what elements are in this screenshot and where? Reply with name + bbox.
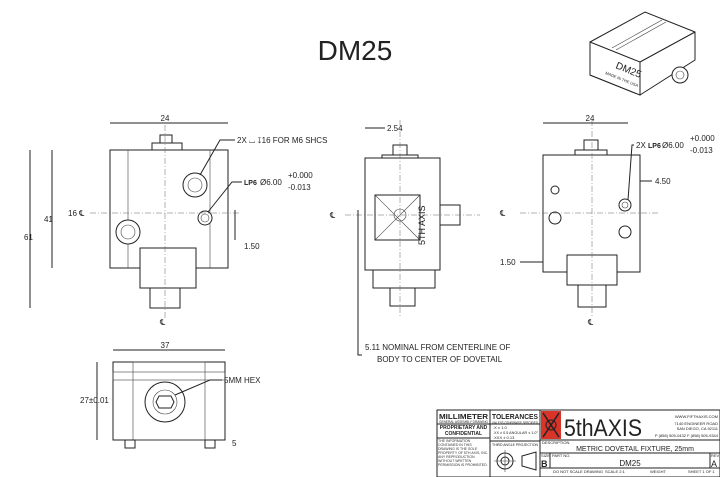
front-tol-plus: +0.000 xyxy=(288,171,313,180)
front-callout-counterbore: 2X ⌴ ↧16 FOR M6 SHCS xyxy=(237,136,327,145)
tb-rev: A xyxy=(711,459,717,469)
right-callout-prefix: 2X xyxy=(636,141,646,150)
side-dim-top: 2.54 xyxy=(387,124,403,133)
tb-tol-note: UNLESS OTHERWISE SPECIFIED xyxy=(492,420,538,425)
right-dim-width: 24 xyxy=(586,114,595,123)
bottom-view: 37 27±0.01 5MM HEX 5 xyxy=(80,341,261,449)
tb-size: B xyxy=(541,459,548,469)
right-tol-minus: -0.013 xyxy=(690,146,713,155)
right-callout-hole: Ø6.00 xyxy=(662,141,684,150)
tb-units-note: GENERAL ASSEMBLY DRAWING xyxy=(439,419,488,424)
front-dim-offset: 1.50 xyxy=(244,242,260,251)
right-view: 24 2X LP6 Ø6.00 +0.000 -0.013 4.50 1.50 … xyxy=(499,114,715,327)
tb-tol-xx: .XX ± 0.5 ANGULAR ± 1.0° xyxy=(493,430,538,435)
tb-address1: 7140 ENGINEER ROAD xyxy=(674,421,718,426)
tb-description-label: DESCRIPTION xyxy=(542,440,569,445)
right-dim-offset: 1.50 xyxy=(500,258,516,267)
tb-part-label: PART NO. xyxy=(552,453,570,458)
front-dim-center: 16 ℄ xyxy=(68,209,85,218)
tb-weight: WEIGHT xyxy=(650,469,667,474)
tb-part-no: DM25 xyxy=(619,459,641,468)
tb-tol-xxx: .XXX ± 0.13 xyxy=(493,435,515,440)
tb-units: MILLIMETER xyxy=(439,412,489,421)
right-centerline: ℄ xyxy=(499,209,506,218)
tb-phone: P (858) 505-0432 F (858) 505-9344 xyxy=(655,433,719,438)
right-callout-hole-prefix: LP6 xyxy=(648,143,661,150)
bottom-dim-small: 5 xyxy=(232,439,237,448)
bottom-dim-height: 27±0.01 xyxy=(80,396,109,405)
projection-symbol xyxy=(494,450,537,472)
front-callout-hole: Ø6.00 xyxy=(260,178,282,187)
side-note-line2: BODY TO CENTER OF DOVETAIL xyxy=(377,355,503,364)
tb-address2: SAN DIEGO, CA 92111 xyxy=(677,426,719,431)
right-centerline-bottom: ℄ xyxy=(587,318,594,327)
side-centerline: ℄ xyxy=(329,211,336,220)
bottom-dim-width: 37 xyxy=(161,341,170,350)
front-centerline: ℄ xyxy=(159,318,166,327)
isometric-view: DM25 MADE IN THE USA xyxy=(589,11,696,96)
right-dim-side: 4.50 xyxy=(655,177,671,186)
front-view: 24 41 61 16 ℄ 1.50 2X ⌴ ↧16 FOR M6 SHCS … xyxy=(24,114,327,327)
front-dim-overall: 61 xyxy=(24,233,33,242)
front-dim-height: 41 xyxy=(44,215,53,224)
title-block: MILLIMETER GENERAL ASSEMBLY DRAWING PROP… xyxy=(436,409,720,477)
side-label: 5TH AXIS xyxy=(417,205,427,245)
bottom-callout-hex: 5MM HEX xyxy=(224,376,261,385)
front-dim-width: 24 xyxy=(161,114,170,123)
side-note-line1: 5.11 NOMINAL FROM CENTERLINE OF xyxy=(365,343,510,352)
right-tol-plus: +0.000 xyxy=(690,134,715,143)
tb-website: WWW.FIFTHAXIS.COM xyxy=(675,414,718,419)
front-callout-prefix: LP6 xyxy=(244,180,257,187)
tb-rev-label: REV xyxy=(711,453,720,458)
drawing-title: DM25 xyxy=(318,35,393,66)
tb-sheet: SHEET 1 OF 1 xyxy=(688,469,715,474)
tb-projection: THIRD ANGLE PROJECTION xyxy=(492,442,538,447)
tb-tol-x: .X ± 1.0 xyxy=(493,425,508,430)
tb-size-label: SIZE xyxy=(541,453,550,458)
company-logo xyxy=(541,411,561,439)
tb-description: METRIC DOVETAIL FIXTURE, 25mm xyxy=(576,446,694,453)
tb-company: 5thAXIS xyxy=(564,415,642,442)
side-view: 5TH AXIS 2.54 ℄ 5.11 NOMINAL FROM CENTER… xyxy=(329,120,510,364)
tb-proprietary: PROPRIETARY AND CONFIDENTIAL xyxy=(439,425,488,437)
tb-proprietary-note: THE INFORMATION CONTAINED IN THIS DRAWIN… xyxy=(438,439,489,467)
front-tol-minus: -0.013 xyxy=(288,183,311,192)
tb-no-scale: DO NOT SCALE DRAWING xyxy=(553,469,603,474)
tb-scale: SCALE 2:1 xyxy=(605,469,626,474)
tb-tolerances: TOLERANCES xyxy=(492,414,538,421)
